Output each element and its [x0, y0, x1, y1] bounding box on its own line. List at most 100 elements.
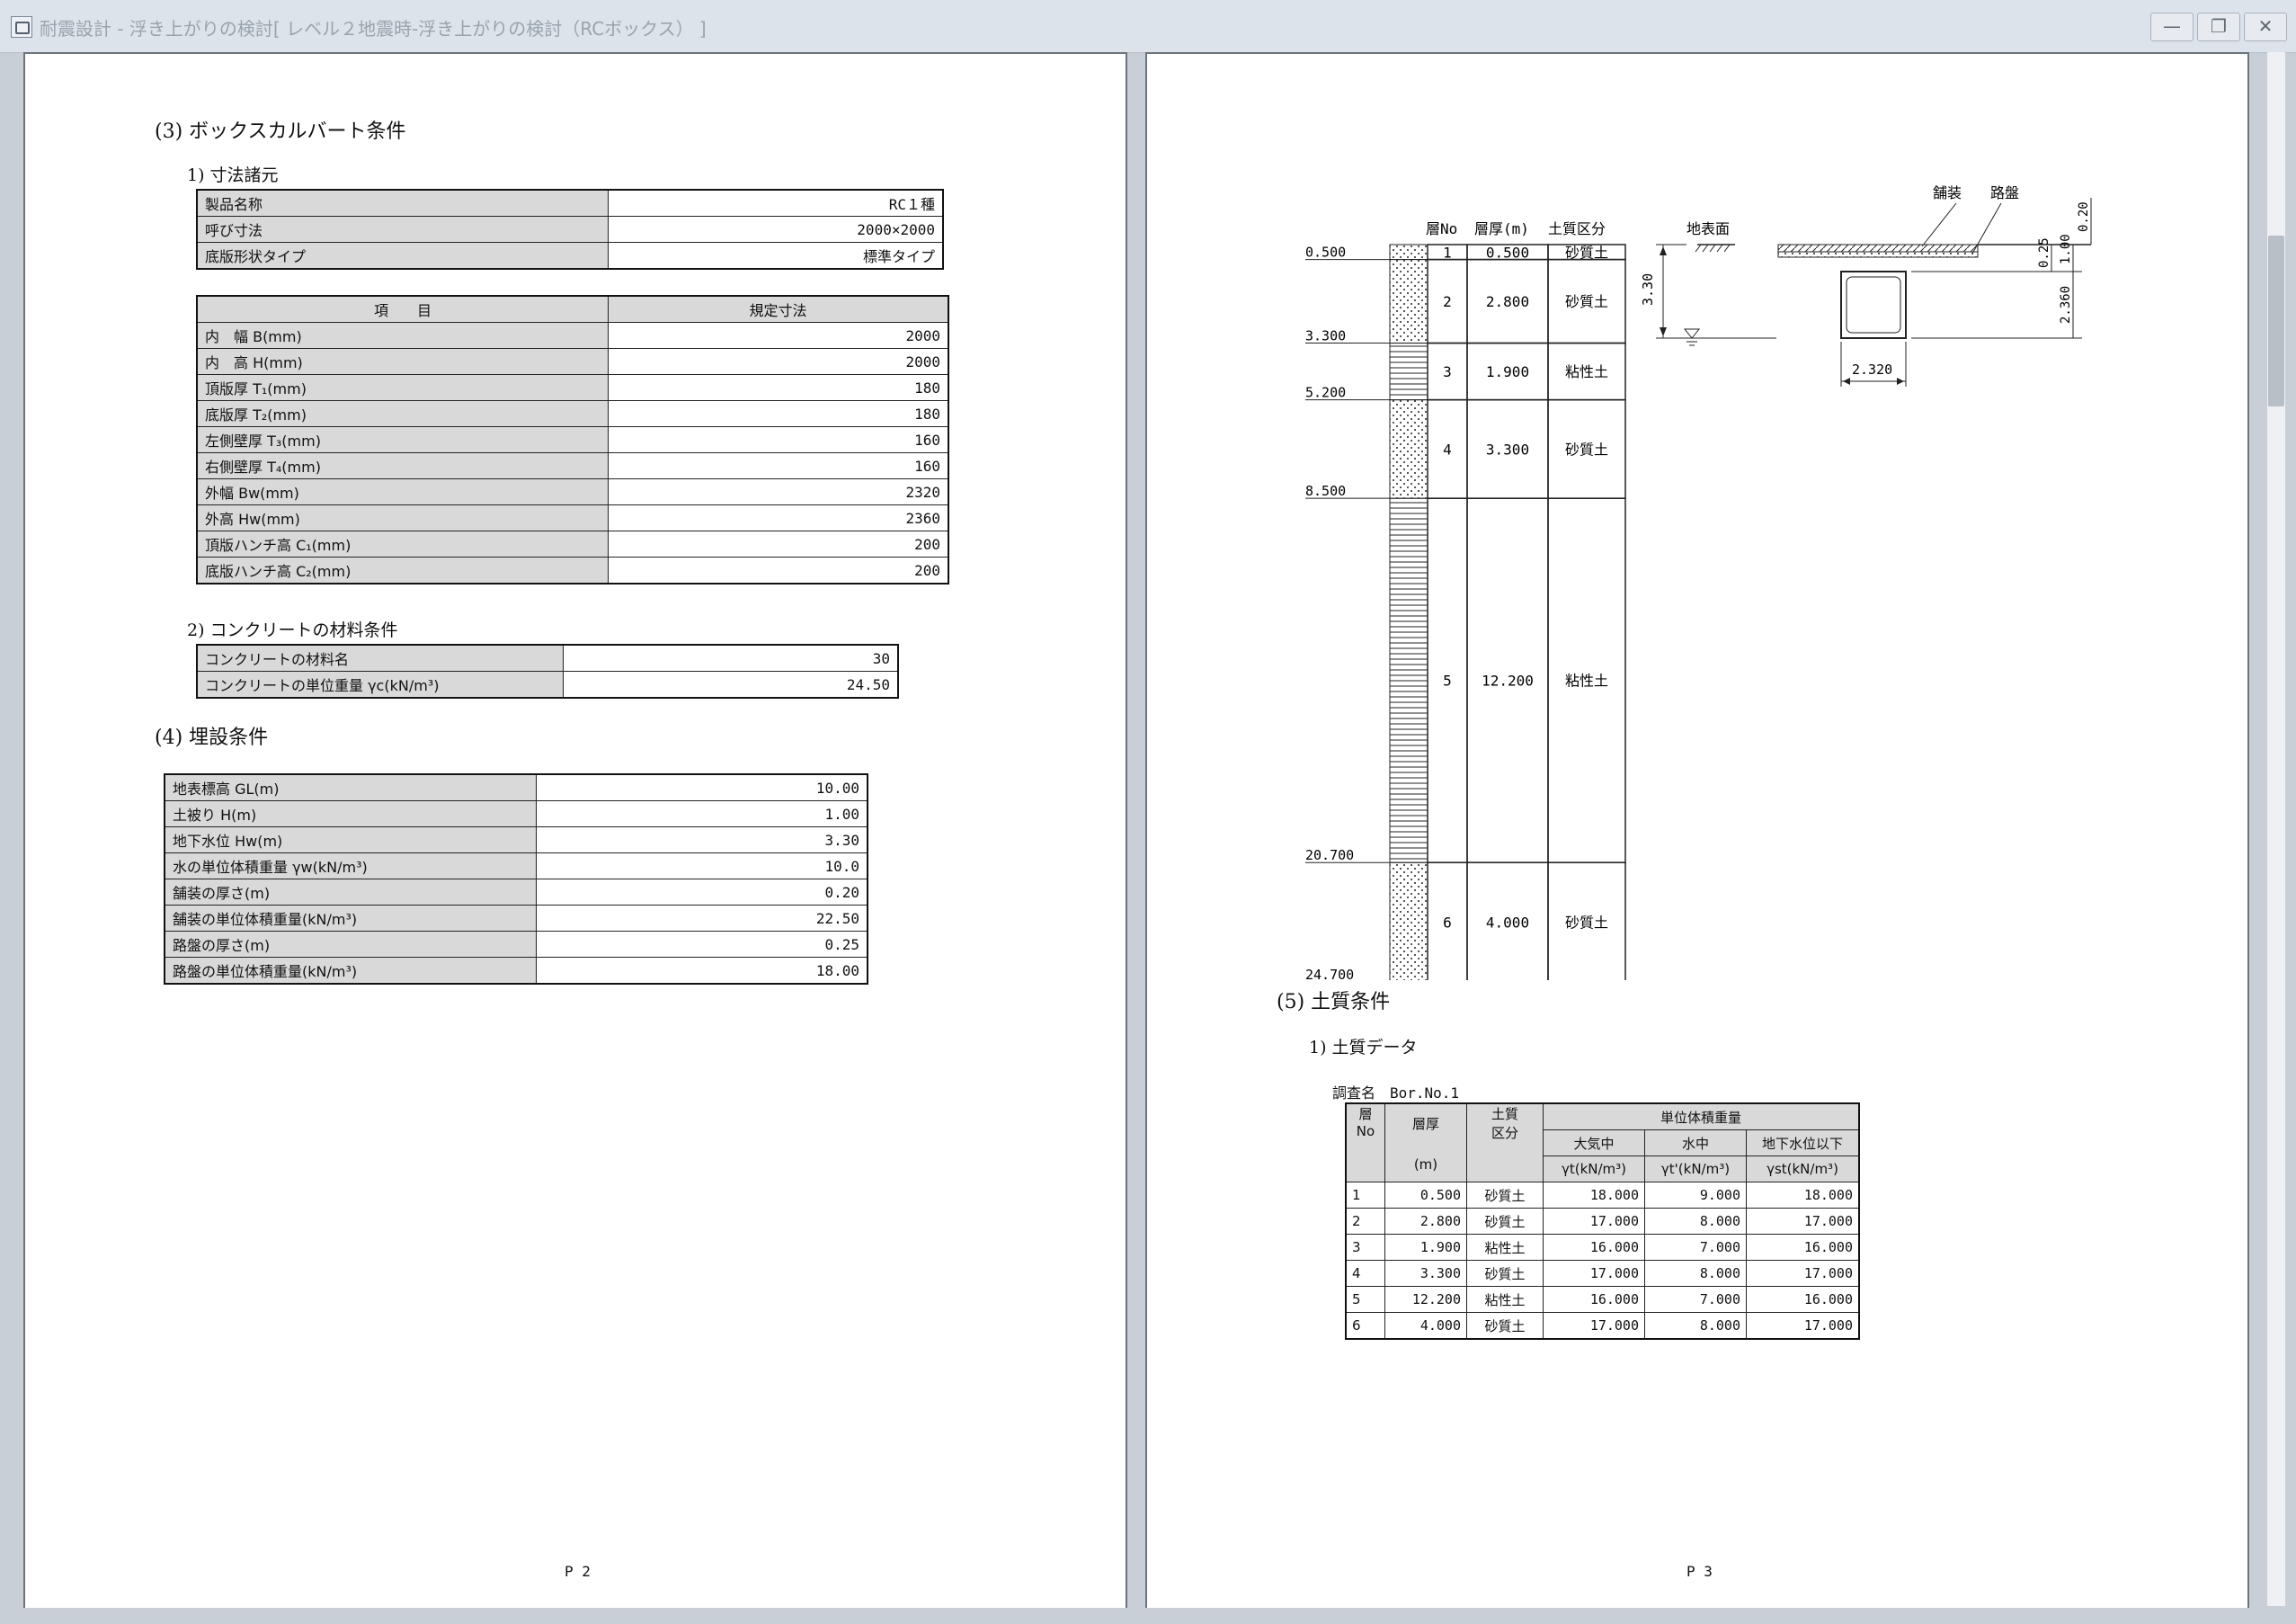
dimension-label: 右側壁厚 T₄(mm): [196, 452, 609, 479]
soil-cell-below: 17.000: [1746, 1208, 1860, 1235]
soil-cell-air: 18.000: [1543, 1182, 1645, 1209]
soil-cell-water: 7.000: [1644, 1234, 1747, 1261]
burial-label: 舗装の単位体積重量(kN/m³): [164, 905, 537, 932]
concrete-label: コンクリートの単位重量 γc(kN/m³): [196, 671, 564, 699]
product-row: 底版形状タイプ標準タイプ: [196, 242, 944, 270]
burial-label: 路盤の単位体積重量(kN/m³): [164, 957, 537, 985]
layer-no: 2: [1443, 293, 1452, 310]
burial-row: 地下水位 Hw(m)3.30: [164, 826, 868, 853]
burial-value: 0.20: [536, 879, 868, 906]
road-surface: [1777, 244, 2091, 258]
depth-label: 0.500: [1305, 245, 1346, 261]
box-height-dim: 2.360: [2059, 286, 2073, 324]
window-title: 耐震設計 - 浮き上がりの検討[ レベル２地震時-浮き上がりの検討（RCボックス…: [40, 18, 707, 40]
scrollbar-thumb[interactable]: [2268, 236, 2284, 406]
soil-cell-water: 7.000: [1644, 1286, 1747, 1313]
section-4-title: (4) 埋設条件: [155, 727, 269, 749]
app-icon[interactable]: [11, 16, 32, 38]
layer-pattern: [1389, 259, 1428, 344]
product-value: 2000×2000: [608, 216, 944, 243]
soil-header-soil-text: 土質: [1491, 1106, 1518, 1122]
burial-value: 3.30: [536, 826, 868, 853]
product-label: 底版形状タイプ: [196, 242, 609, 270]
layer-soil-type: 粘性土: [1565, 673, 1608, 690]
depth-marker: 3.300: [1305, 328, 1390, 344]
depth-marker: 8.500: [1305, 483, 1390, 499]
product-value: 標準タイプ: [608, 242, 944, 270]
soil-cell-thickness: 0.500: [1384, 1182, 1467, 1209]
burial-row: 水の単位体積重量 γw(kN/m³)10.0: [164, 852, 868, 879]
pavement-label: 舗装: [1933, 184, 1962, 201]
maximize-button[interactable]: ❐: [2197, 13, 2240, 41]
dimension-label: 内 高 H(mm): [196, 348, 609, 375]
soil-cell-water: 8.000: [1644, 1260, 1747, 1287]
soil-cell-thickness: 2.800: [1384, 1208, 1467, 1235]
soil-cell-air: 17.000: [1543, 1312, 1645, 1340]
dimension-label: 外幅 Bw(mm): [196, 478, 609, 505]
layer-thickness: 4.000: [1486, 915, 1529, 932]
dimension-row: 底版ハンチ高 C₂(mm)200: [196, 557, 949, 584]
vertical-scrollbar[interactable]: [2267, 52, 2285, 1606]
dimension-value: 2000: [608, 348, 949, 375]
burial-row: 路盤の厚さ(m)0.25: [164, 931, 868, 958]
ground-symbol: [1695, 244, 1735, 253]
soil-header-air-unit: γt(kN/m³): [1543, 1156, 1645, 1182]
layer-thickness: 12.200: [1482, 673, 1534, 690]
product-label: 呼び寸法: [196, 216, 609, 243]
soil-cell-air: 17.000: [1543, 1260, 1645, 1287]
layer-pattern: [1389, 861, 1428, 980]
dimension-value: 160: [608, 452, 949, 479]
dimension-row: 外高 Hw(mm)2360: [196, 504, 949, 531]
soil-data-subtitle: 1) 土質データ: [1309, 1038, 1418, 1057]
soil-cell-thickness: 12.200: [1384, 1286, 1467, 1313]
soil-cell-thickness: 1.900: [1384, 1234, 1467, 1261]
depth-marker: 20.700: [1305, 847, 1390, 863]
depth-label: 8.500: [1305, 483, 1346, 499]
layer-no: 4: [1443, 441, 1452, 458]
layer-pattern: [1389, 343, 1428, 401]
pavement-thickness-dim: 0.20: [2077, 201, 2091, 232]
soil-data-table: 層 No 層厚 (m) 土質 区分 単位体積重量 大気中 水中 地下水位以下: [1345, 1102, 1860, 1340]
layer-thickness: 2.800: [1486, 293, 1529, 310]
close-button[interactable]: ✕: [2244, 13, 2287, 41]
layer-soil-type: 粘性土: [1565, 363, 1608, 380]
soil-header-thick-text: 層厚: [1411, 1115, 1439, 1132]
depth-marker: 5.200: [1305, 385, 1390, 401]
soil-cell-air: 17.000: [1543, 1208, 1645, 1235]
dimension-value: 2000: [608, 322, 949, 349]
dimension-label: 内 幅 B(mm): [196, 322, 609, 349]
soil-cell-below: 16.000: [1746, 1234, 1860, 1261]
window-titlebar: 耐震設計 - 浮き上がりの検討[ レベル２地震時-浮き上がりの検討（RCボックス…: [0, 0, 2296, 53]
depth-label: 3.300: [1305, 328, 1346, 344]
dimension-row: 内 幅 B(mm)2000: [196, 322, 949, 349]
section-3-title: (3) ボックスカルバート条件: [155, 120, 406, 143]
dimension-value: 180: [608, 374, 949, 401]
burial-label: 土被り H(m): [164, 800, 537, 827]
soil-cell-no: 1: [1345, 1182, 1385, 1209]
cover-depth-dim: 1.00: [2059, 234, 2073, 264]
minimize-button[interactable]: —: [2150, 13, 2194, 41]
box-width-dim: 2.320: [1852, 361, 1892, 378]
dimension-row: 右側壁厚 T₄(mm)160: [196, 452, 949, 479]
burial-row: 舗装の単位体積重量(kN/m³)22.50: [164, 905, 868, 932]
burial-label: 水の単位体積重量 γw(kN/m³): [164, 852, 537, 879]
box-culvert: [1840, 271, 1907, 339]
soil-cell-water: 8.000: [1644, 1312, 1747, 1340]
concrete-value: 30: [563, 644, 899, 672]
soil-header-soil2-text: 区分: [1491, 1125, 1518, 1141]
section-5-title: (5) 土質条件: [1277, 991, 1391, 1013]
soil-cell-air: 16.000: [1543, 1234, 1645, 1261]
burial-label: 舗装の厚さ(m): [164, 879, 537, 906]
